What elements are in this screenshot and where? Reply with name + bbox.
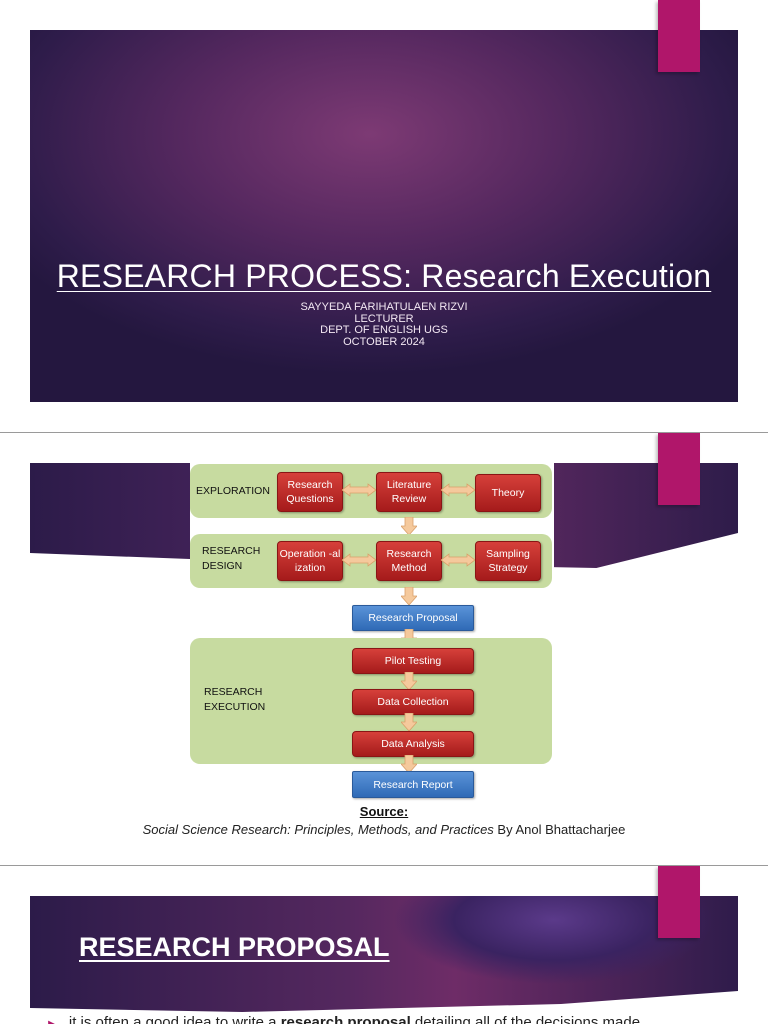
bullet-arrow-icon: ► (46, 1018, 57, 1024)
source-citation: Social Science Research: Principles, Met… (0, 822, 768, 837)
title-slide-background (30, 30, 738, 402)
source-author: By Anol Bhattacharjee (493, 822, 626, 837)
data-collection-box: Data Collection (352, 689, 474, 715)
title-subtitle-block: SAYYEDA FARIHATULAEN RIZVI LECTURER DEPT… (30, 301, 738, 348)
bullet-item: ► it is often a good idea to write a rese… (46, 1014, 640, 1024)
author-name: SAYYEDA FARIHATULAEN RIZVI (300, 301, 468, 313)
research-proposal-slide: RESEARCH PROPOSAL ► it is often a good id… (0, 866, 768, 1024)
bullet-text-start: it is often a good idea to write a (68, 1014, 281, 1024)
double-arrow-icon (441, 483, 475, 497)
operationalization-box: Operation -al ization (277, 541, 343, 581)
double-arrow-icon (342, 553, 376, 567)
slide-heading: RESEARCH PROPOSAL (79, 932, 390, 962)
design-label: RESEARCH DESIGN (202, 545, 261, 572)
execution-label: RESEARCH EXECUTION (204, 686, 266, 713)
process-diagram-slide: EXPLORATION Research Questions Literatur… (0, 433, 768, 865)
down-arrow-icon (401, 672, 417, 690)
slide-divider (0, 865, 768, 866)
accent-tab (658, 866, 700, 938)
accent-tab (658, 433, 700, 505)
literature-review-box: Literature Review (376, 472, 442, 512)
data-analysis-box: Data Analysis (352, 731, 474, 757)
down-arrow-icon (401, 755, 417, 773)
double-arrow-icon (342, 483, 376, 497)
presentation-date: OCTOBER 2024 (343, 335, 425, 348)
pilot-testing-box: Pilot Testing (352, 648, 474, 674)
research-report-box: Research Report (352, 771, 474, 798)
slide-title: RESEARCH PROCESS: Research Execution (56, 258, 712, 294)
source-book-title: Social Science Research: Principles, Met… (142, 822, 494, 837)
author-department: DEPT. OF ENGLISH UGS (320, 324, 448, 336)
author-role: LECTURER (354, 312, 414, 325)
source-label: Source: (359, 804, 409, 819)
title-slide: RESEARCH PROCESS: Research Execution SAY… (0, 0, 768, 432)
exploration-label: EXPLORATION (196, 485, 270, 497)
accent-tab (658, 0, 700, 72)
down-arrow-icon (401, 587, 417, 605)
research-proposal-box: Research Proposal (352, 605, 474, 631)
slide-header-band (30, 896, 738, 1012)
down-arrow-icon (401, 517, 417, 535)
sampling-strategy-box: Sampling Strategy (475, 541, 541, 581)
research-questions-box: Research Questions (277, 472, 343, 512)
slide-divider (0, 432, 768, 433)
research-process-diagram: EXPLORATION Research Questions Literatur… (190, 462, 554, 802)
double-arrow-icon (441, 553, 475, 567)
theory-box: Theory (475, 474, 541, 512)
bullet-text-end: detailing all of the decisions made (410, 1014, 641, 1024)
research-method-box: Research Method (376, 541, 442, 581)
down-arrow-icon (401, 713, 417, 731)
bullet-text-bold: research proposal (280, 1014, 411, 1024)
